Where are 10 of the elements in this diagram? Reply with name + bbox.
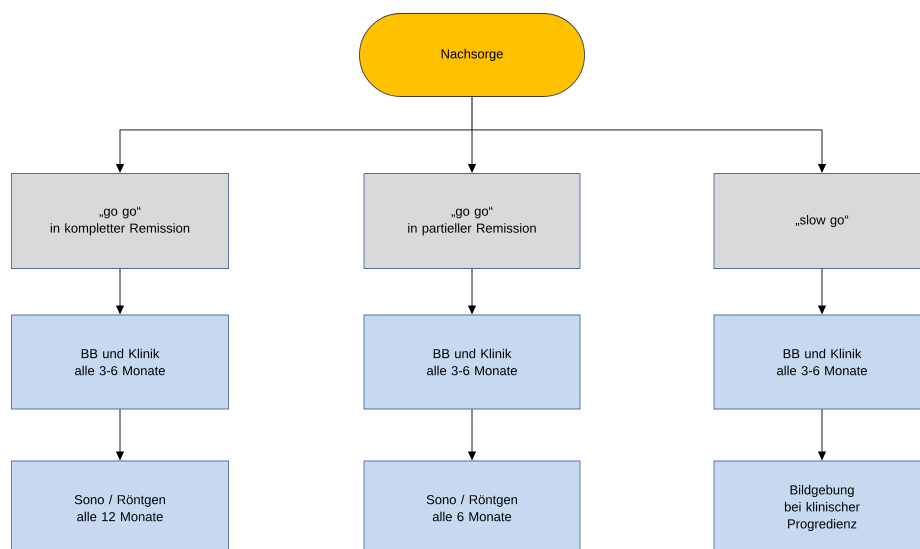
group-box: „slow go“ — [714, 173, 920, 269]
process-box: BB und Klinik alle 3-6 Monate — [364, 314, 580, 410]
process-box: Bildgebung bei klinischer Progredienz — [714, 460, 920, 549]
terminal-capsule: Nachsorge — [359, 13, 585, 97]
process-box: BB und Klinik alle 3-6 Monate — [714, 314, 920, 410]
group-box: „go go“ in kompletter Remission — [11, 173, 229, 269]
process-box: BB und Klinik alle 3-6 Monate — [11, 314, 229, 410]
process-box: Sono / Röntgen alle 6 Monate — [364, 460, 580, 549]
process-box: Sono / Röntgen alle 12 Monate — [11, 460, 229, 549]
group-box: „go go“ in partieller Remission — [364, 173, 580, 269]
